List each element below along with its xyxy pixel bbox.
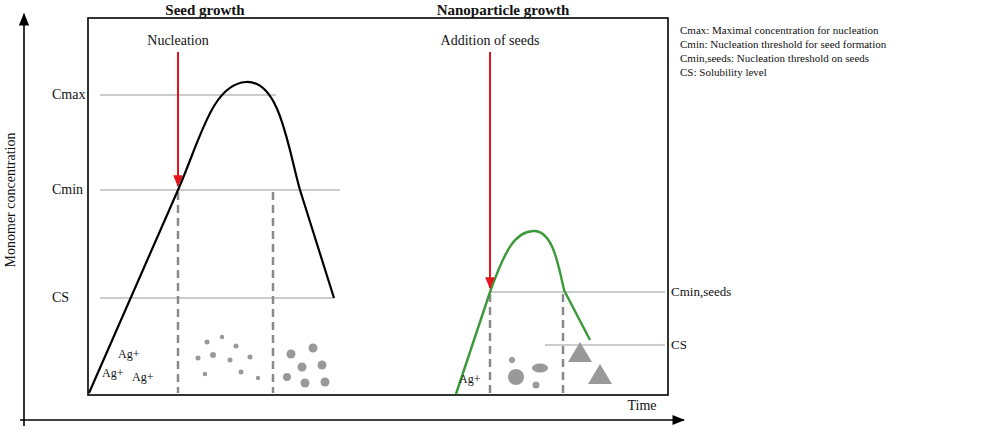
particle bbox=[301, 379, 310, 388]
event-label: Nucleation bbox=[147, 33, 208, 49]
level-label: Cmin bbox=[52, 182, 83, 198]
particle bbox=[220, 335, 224, 339]
threshold-line bbox=[100, 297, 334, 298]
definition-note: Cmin: Nucleation threshold for seed form… bbox=[680, 38, 886, 51]
particle bbox=[248, 355, 253, 360]
particle bbox=[318, 361, 327, 370]
panel-title: Seed growth bbox=[165, 2, 244, 19]
ion-label: Ag+ bbox=[132, 371, 153, 385]
panel-title: Nanoparticle growth bbox=[437, 2, 570, 19]
dashed-marker bbox=[489, 294, 492, 393]
particle bbox=[210, 352, 216, 358]
definition-note: Cmax: Maximal concentration for nucleati… bbox=[680, 24, 879, 37]
ion-label: Ag+ bbox=[118, 348, 139, 362]
particle bbox=[239, 370, 244, 375]
axis-title: Time bbox=[627, 398, 656, 414]
level-label: CS bbox=[52, 290, 69, 306]
particle bbox=[298, 363, 307, 372]
dashed-marker bbox=[177, 192, 180, 393]
ion-label: Ag+ bbox=[102, 367, 123, 381]
particle bbox=[283, 373, 291, 381]
event-arrow bbox=[489, 52, 491, 288]
event-arrow bbox=[177, 52, 179, 186]
threshold-line bbox=[490, 291, 665, 292]
dashed-marker bbox=[562, 294, 565, 393]
level-label: Cmax bbox=[52, 87, 85, 103]
particle bbox=[588, 364, 612, 384]
concentration-curve bbox=[89, 82, 334, 393]
particle bbox=[256, 376, 260, 380]
plot-frame bbox=[88, 18, 668, 395]
level-label: CS bbox=[671, 338, 687, 353]
level-label: Cmin,seeds bbox=[671, 285, 731, 300]
particle bbox=[228, 358, 233, 363]
particle bbox=[532, 364, 548, 373]
concentration-curve bbox=[456, 231, 590, 394]
particle bbox=[234, 344, 239, 349]
definition-note: Cmin,seeds: Nucleation threshold on seed… bbox=[680, 52, 869, 65]
particle bbox=[508, 369, 524, 385]
dashed-marker bbox=[272, 192, 275, 393]
particle bbox=[509, 357, 515, 363]
definition-note: CS: Solubility level bbox=[680, 66, 767, 79]
particles bbox=[196, 335, 613, 389]
axis-title: Monomer concentration bbox=[3, 133, 19, 268]
x-axis bbox=[20, 419, 684, 421]
threshold-line bbox=[100, 94, 276, 95]
particle bbox=[309, 344, 318, 353]
particle bbox=[205, 340, 210, 345]
y-axis bbox=[23, 14, 25, 426]
ion-label: Ag+ bbox=[459, 373, 480, 387]
particle bbox=[533, 382, 540, 389]
particle bbox=[568, 342, 592, 362]
threshold-line bbox=[545, 344, 665, 345]
event-label: Addition of seeds bbox=[441, 33, 540, 49]
particle bbox=[321, 378, 330, 387]
particle bbox=[196, 356, 201, 361]
threshold-line bbox=[100, 189, 340, 190]
particle bbox=[287, 350, 296, 359]
particle bbox=[203, 372, 208, 377]
